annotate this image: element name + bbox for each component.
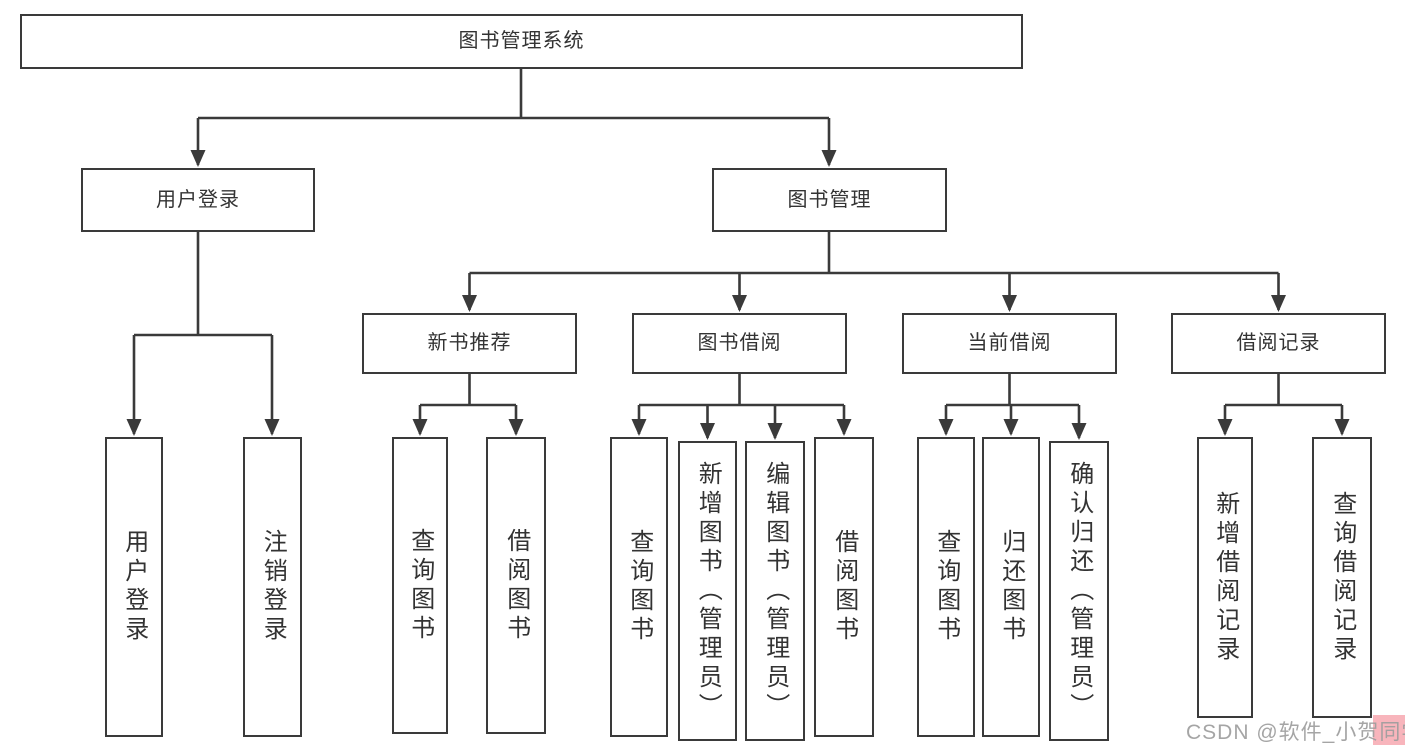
leaf-borrow-books-recommend: 借阅图书 xyxy=(486,437,546,734)
leaf-add-books-admin: 新增图书（管理员） xyxy=(678,441,737,741)
leaf-edit-books-admin: 编辑图书（管理员） xyxy=(745,441,805,741)
node-new-book-recommendation: 新书推荐 xyxy=(362,313,577,374)
leaf-query-books-borrow: 查询图书 xyxy=(610,437,668,737)
leaf-query-books-recommend: 查询图书 xyxy=(392,437,448,734)
leaf-add-borrow-record: 新增借阅记录 xyxy=(1197,437,1253,718)
leaf-confirm-return-admin: 确认归还（管理员） xyxy=(1049,441,1109,741)
watermark-accent-block xyxy=(1373,715,1405,745)
leaf-query-borrow-record: 查询借阅记录 xyxy=(1312,437,1372,718)
node-book-borrowing: 图书借阅 xyxy=(632,313,847,374)
node-root: 图书管理系统 xyxy=(20,14,1023,69)
node-book-management: 图书管理 xyxy=(712,168,947,232)
leaf-query-books-current: 查询图书 xyxy=(917,437,975,737)
leaf-logout: 注销登录 xyxy=(243,437,302,737)
node-current-borrowing: 当前借阅 xyxy=(902,313,1117,374)
leaf-borrow-books: 借阅图书 xyxy=(814,437,874,737)
node-user-login: 用户登录 xyxy=(81,168,315,232)
leaf-return-books: 归还图书 xyxy=(982,437,1040,737)
watermark: CSDN @软件_小贺同学 xyxy=(1186,721,1405,744)
leaf-user-login: 用户登录 xyxy=(105,437,163,737)
node-borrowing-records: 借阅记录 xyxy=(1171,313,1386,374)
